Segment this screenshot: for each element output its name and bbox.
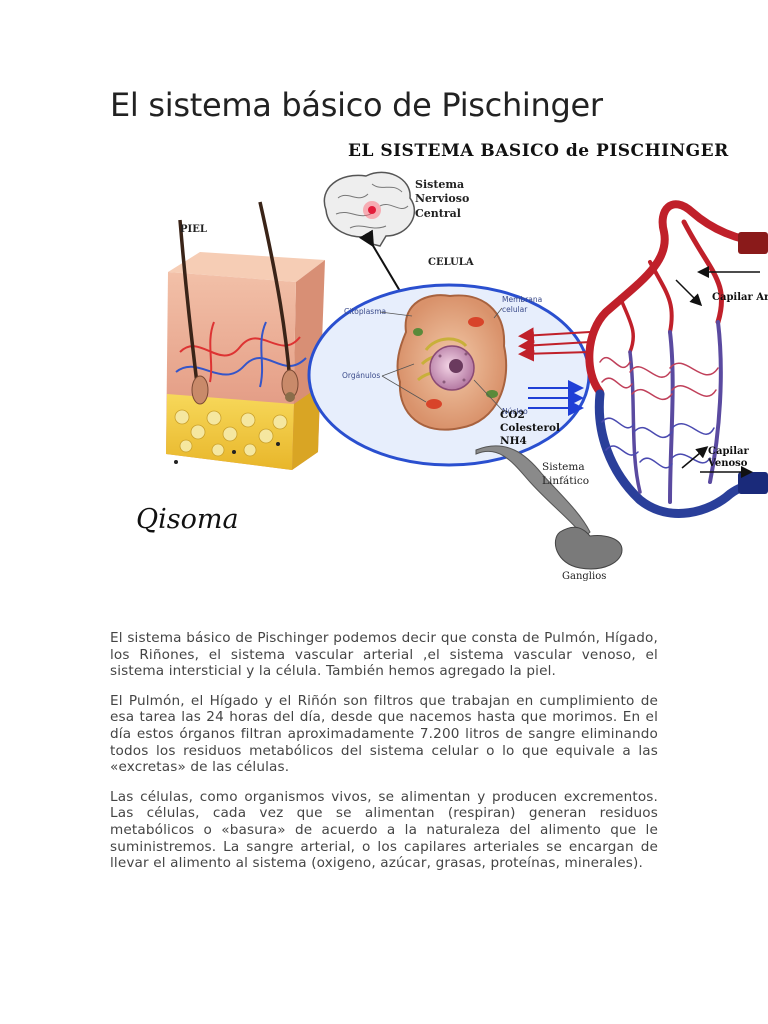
qisoma-logo: Qisoma	[136, 504, 239, 535]
label-cholesterol: Colesterol	[500, 422, 560, 434]
label-cytoplasm: Citoplasma	[344, 307, 386, 316]
label-ganglia: Ganglios	[562, 571, 606, 582]
cell-illustration	[396, 294, 508, 431]
label-co2: CO2	[500, 409, 525, 421]
label-membrane-2: celular	[502, 305, 528, 314]
pischinger-diagram: EL SISTEMA BASICO de PISCHINGER	[110, 132, 768, 602]
label-lymph-1: Sistema	[542, 461, 585, 473]
brain-illustration	[323, 171, 416, 247]
label-cell: CELULA	[428, 257, 474, 268]
label-skin: PIEL	[180, 224, 207, 235]
label-membrane-1: Membrana	[502, 295, 542, 304]
label-nucleus: Núcleo	[502, 407, 528, 416]
label-nervous-2: Nervioso	[415, 192, 469, 205]
paragraph-2: El Pulmón, el Hígado y el Riñón son filt…	[110, 692, 658, 776]
capillary-network	[585, 200, 768, 518]
label-venous-2: Venoso	[707, 458, 748, 469]
label-nervous-3: Central	[415, 207, 461, 220]
page-title: El sistema básico de Pischinger	[110, 86, 603, 124]
label-nh4: NH4	[500, 435, 527, 447]
label-arterial: Capilar Ar	[712, 292, 768, 303]
label-nervous-1: Sistema	[415, 178, 464, 191]
label-venous-1: Capilar	[708, 446, 750, 457]
paragraph-3: Las células, como organismos vivos, se a…	[110, 788, 658, 872]
article-body: El sistema básico de Pischinger podemos …	[110, 630, 658, 885]
paragraph-1: El sistema básico de Pischinger podemos …	[110, 630, 658, 680]
label-organelles: Orgánulos	[342, 371, 380, 380]
label-lymph-2: Linfático	[542, 475, 589, 487]
figure-heading: EL SISTEMA BASICO de PISCHINGER	[348, 141, 729, 161]
lymphatic-vessel	[475, 445, 623, 570]
skin-illustration	[166, 201, 325, 470]
